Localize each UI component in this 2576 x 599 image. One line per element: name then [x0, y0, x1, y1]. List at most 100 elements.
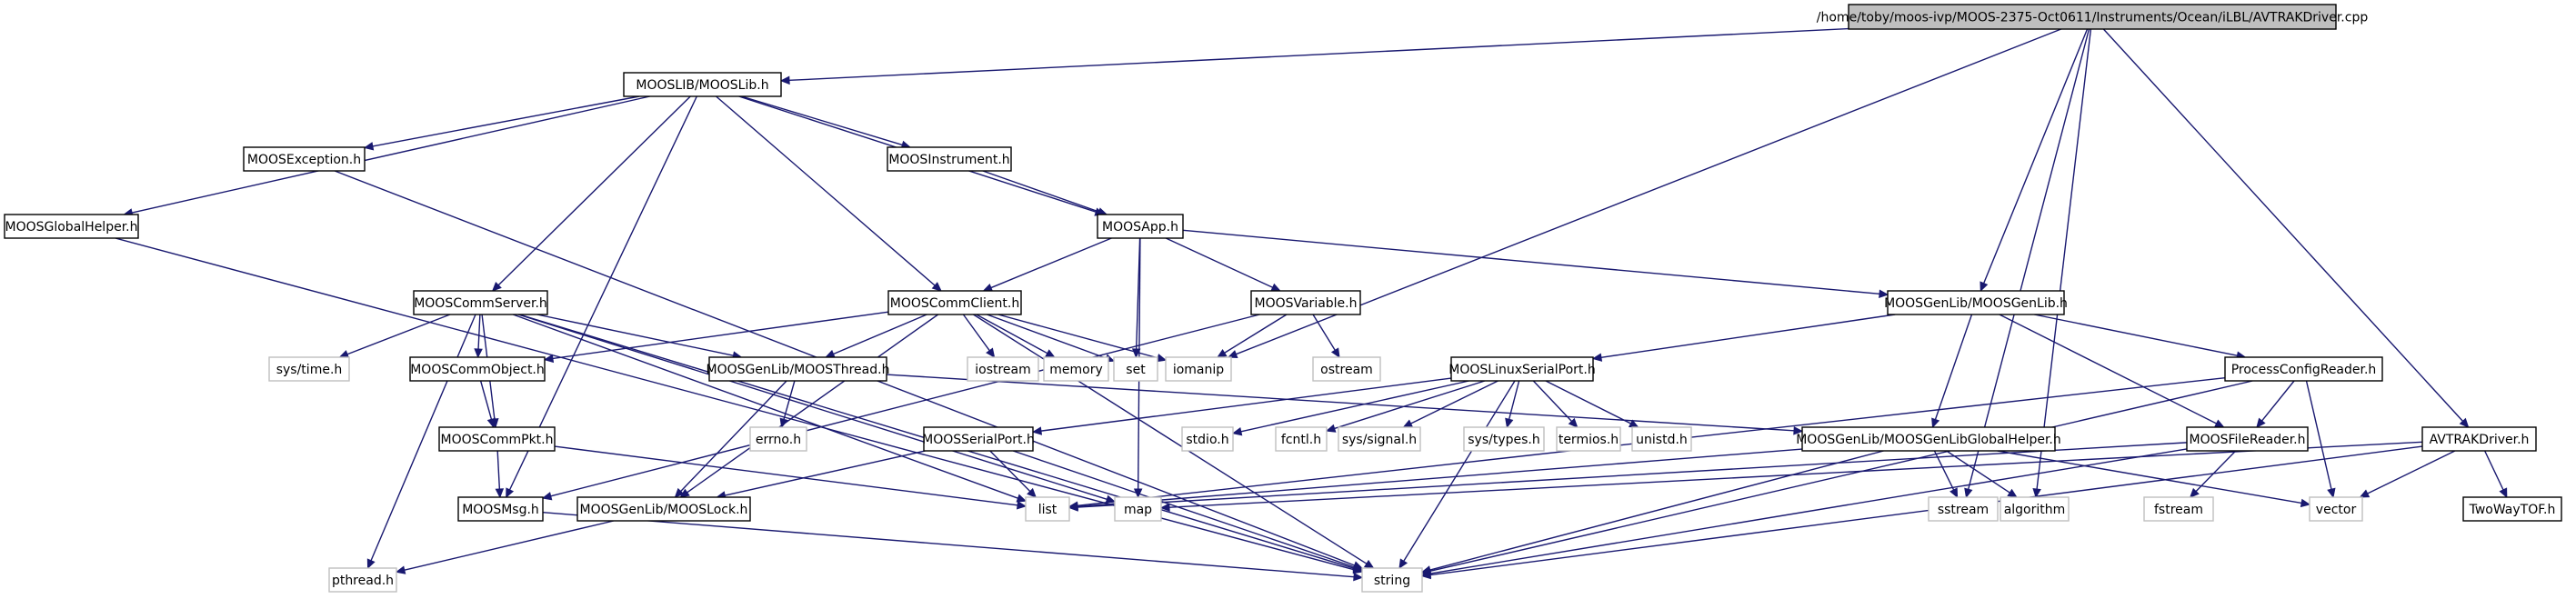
- arrow-head: [506, 487, 515, 499]
- node-mooserr[interactable]: MOOSException.h: [243, 146, 366, 172]
- edge-line: [1545, 380, 1631, 424]
- node-label: sys/time.h: [276, 363, 343, 377]
- node-errno: errno.h: [749, 426, 807, 452]
- edge-moosvariable-to-ostream: [1312, 314, 1340, 359]
- edge-root-to-algorithm: [2032, 28, 2092, 499]
- edge-moosthread-to-errno: [779, 380, 796, 429]
- node-ostream: ostream: [1312, 356, 1381, 382]
- arrow-head: [779, 417, 788, 429]
- node-label: MOOSGlobalHelper.h: [5, 220, 138, 235]
- node-moosfilereader[interactable]: MOOSFileReader.h: [2186, 426, 2309, 452]
- edge-mooscommserver-to-systime: [338, 314, 451, 359]
- node-fstream: fstream: [2143, 496, 2214, 522]
- arrow-head: [1980, 281, 1989, 293]
- edge-mooscommclient-to-moosthread: [825, 314, 927, 358]
- edge-line: [1077, 442, 2188, 508]
- node-mooslock[interactable]: MOOSGenLib/MOOSLock.h: [576, 496, 751, 522]
- edge-mooslinuxserial-to-systypes: [1505, 380, 1520, 429]
- node-box: [749, 426, 807, 452]
- node-box: [2462, 496, 2562, 522]
- node-box: [923, 426, 1034, 452]
- node-label: MOOSLinuxSerialPort.h: [1448, 363, 1595, 377]
- edge-mooslib-to-mooscommclient: [716, 95, 942, 292]
- edge-line: [1983, 28, 2089, 284]
- arrow-head: [1227, 350, 1238, 358]
- node-moosinstr[interactable]: MOOSInstrument.h: [887, 146, 1012, 172]
- node-moosgenlib[interactable]: MOOSGenLib/MOOSGenLib.h: [1884, 290, 2068, 315]
- node-algorithm: algorithm: [2000, 496, 2070, 522]
- edge-moosmsg-to-string: [542, 512, 1364, 582]
- node-moosapp[interactable]: MOOSApp.h: [1097, 214, 1184, 239]
- edge-mooslib-to-mooserr: [363, 95, 640, 151]
- node-box: [243, 146, 366, 172]
- edge-mooserialport-to-mooslock: [716, 450, 926, 500]
- node-mooslib[interactable]: MOOSLIB/MOOSLib.h: [623, 72, 782, 97]
- edge-mooserialport-to-list: [989, 450, 1037, 498]
- node-label: MOOSCommPkt.h: [441, 433, 554, 447]
- edge-moosfilereader-to-string: [1420, 448, 2188, 578]
- node-box: [1097, 214, 1184, 239]
- node-root[interactable]: /home/toby/moos-ivp/MOOS-2375-Oct0611/In…: [1817, 4, 2369, 30]
- edge-mooslinuxserial-to-string: [1398, 380, 1516, 570]
- edge-line: [680, 380, 787, 492]
- node-box: [1181, 426, 1234, 452]
- node-memory: memory: [1043, 356, 1109, 382]
- node-label: pthread.h: [332, 574, 394, 588]
- edge-processconfig-to-moosfilereader: [2256, 380, 2295, 428]
- node-mooscommpkt[interactable]: MOOSCommPkt.h: [438, 426, 556, 452]
- node-mooshelper[interactable]: MOOSGlobalHelper.h: [4, 214, 139, 239]
- node-moosmsg[interactable]: MOOSMsg.h: [457, 496, 544, 522]
- edge-mooslinuxserial-to-unistd: [1545, 380, 1639, 428]
- arrow-head: [1879, 289, 1889, 299]
- node-label: MOOSFileReader.h: [2189, 433, 2305, 447]
- edge-processconfig-to-vector: [2305, 380, 2336, 499]
- edge-line: [115, 237, 1355, 571]
- arrow-head: [1950, 487, 1959, 499]
- arrow-head: [1330, 347, 1340, 359]
- edge-mooslinuxserial-to-fcntl: [1325, 380, 1486, 433]
- node-box: [576, 496, 751, 522]
- edge-moosapp-to-moosgenlib: [1182, 229, 1889, 299]
- edge-line: [1997, 450, 2302, 504]
- node-twowaytof[interactable]: TwoWayTOF.h: [2462, 496, 2562, 522]
- node-box: [1450, 356, 1594, 382]
- arrow-head: [982, 283, 994, 292]
- node-box: [1463, 426, 1545, 452]
- edge-line: [2102, 28, 2464, 422]
- edge-moosfilereader-to-fstream: [2189, 450, 2237, 498]
- node-avtrakdriver[interactable]: AVTRAKDriver.h: [2421, 426, 2537, 452]
- node-box: [1361, 567, 1423, 593]
- node-label: stdio.h: [1186, 433, 1228, 447]
- arrow-head: [1505, 417, 1514, 429]
- node-processconfig[interactable]: ProcessConfigReader.h: [2224, 356, 2383, 382]
- node-box: [887, 290, 1022, 315]
- edge-line: [517, 314, 1108, 500]
- edge-line: [1334, 380, 1486, 430]
- node-mooscommserver[interactable]: MOOSCommServer.h: [413, 290, 548, 315]
- edge-line: [2036, 28, 2092, 490]
- edge-mooscommclient-to-string: [973, 314, 1375, 569]
- arrow-head: [2214, 419, 2225, 428]
- node-box: [1338, 426, 1421, 452]
- node-genlibglobal[interactable]: MOOSGenLib/MOOSGenLibGlobalHelper.h: [1796, 426, 2061, 452]
- node-mooslinuxserial[interactable]: MOOSLinuxSerialPort.h: [1448, 356, 1596, 382]
- edge-line: [496, 450, 501, 490]
- node-mooscommobject[interactable]: MOOSCommObject.h: [409, 356, 546, 382]
- node-label: MOOSGenLib/MOOSLock.h: [580, 503, 748, 517]
- node-map: map: [1114, 496, 1162, 522]
- node-mooserialport[interactable]: MOOSSerialPort.h: [922, 426, 1035, 452]
- edge-line: [2367, 450, 2456, 494]
- node-mooscommclient[interactable]: MOOSCommClient.h: [887, 290, 1022, 315]
- edge-line: [542, 512, 1355, 578]
- arrow-head: [1398, 558, 1408, 570]
- node-box: [1928, 496, 1999, 522]
- edge-avtrakdriver-to-string: [1420, 445, 2423, 580]
- node-moosvariable[interactable]: MOOSVariable.h: [1250, 290, 1361, 315]
- node-label: TwoWayTOF.h: [2469, 503, 2556, 517]
- node-label: /home/toby/moos-ivp/MOOS-2375-Oct0611/In…: [1817, 11, 2369, 25]
- node-moosthread[interactable]: MOOSGenLib/MOOSThread.h: [707, 356, 890, 382]
- arrow-head: [825, 349, 836, 358]
- edge-mooscommobject-to-mooscommpkt: [479, 380, 496, 429]
- node-box: [1312, 356, 1381, 382]
